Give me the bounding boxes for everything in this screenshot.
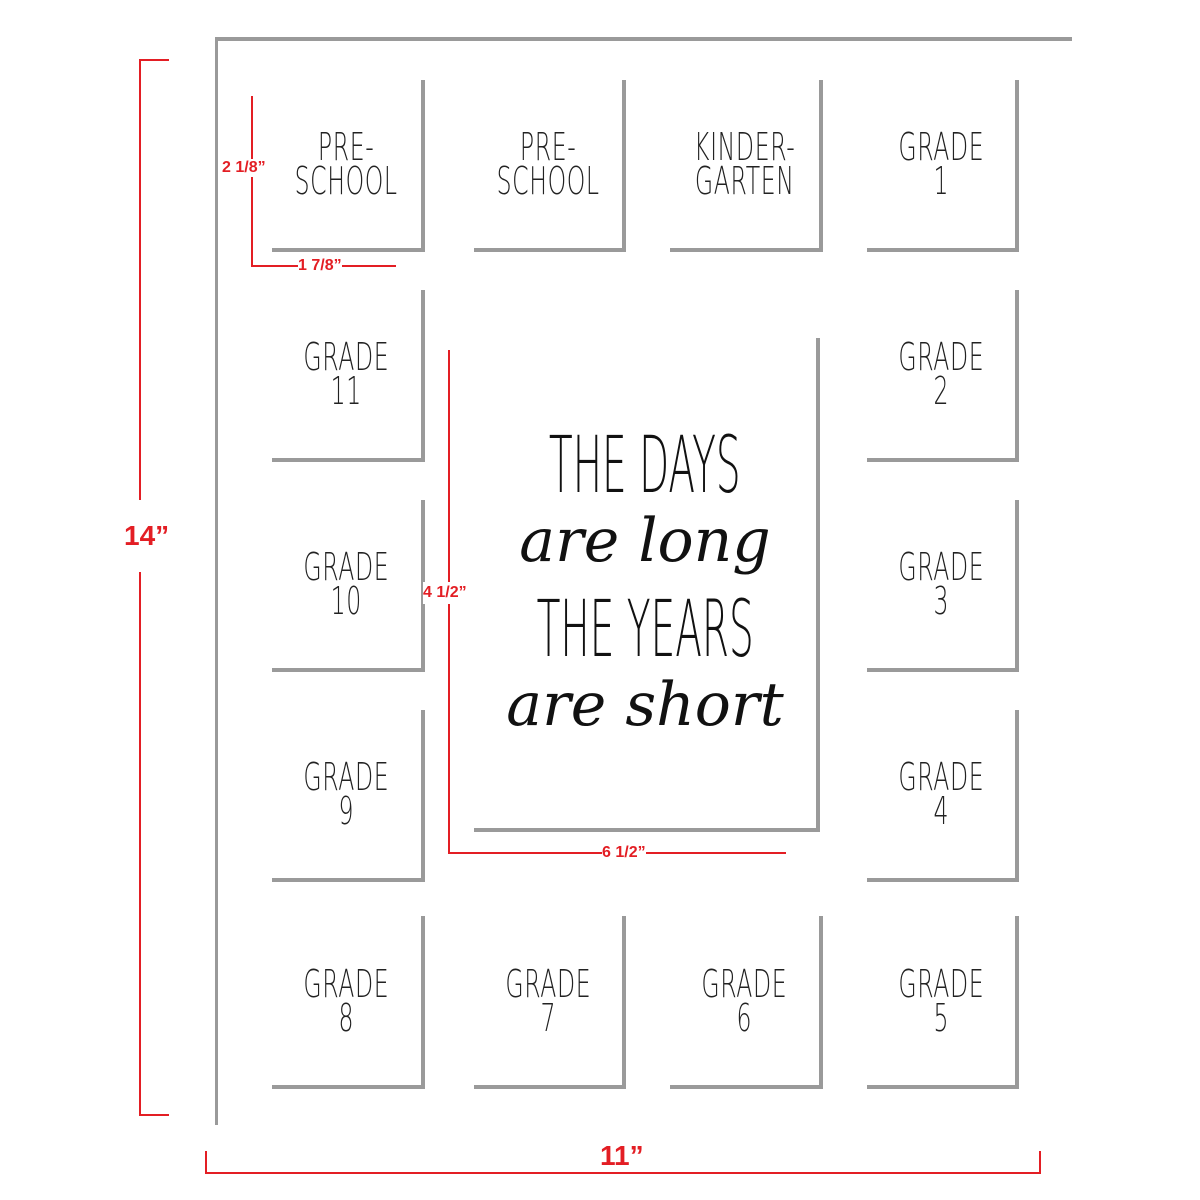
width-tick-left [205,1151,207,1173]
small-height-label: 2 1/8” [222,159,266,177]
opening-label-line: GRADE [303,755,390,799]
opening-label-line: 9 [338,789,355,833]
opening-label-line: GRADE [701,961,788,1006]
opening-label-line: 4 [933,789,949,833]
mat-left-edge [215,37,218,1125]
opening-label-line: 10 [330,579,363,623]
opening-label-line: GRADE [303,545,390,589]
opening-label-line: 11 [330,369,363,413]
center-quote-opening: THE DAYS are long THE YEARS are short [474,338,820,832]
opening-label: PRE-SCHOOL [294,125,399,203]
height-tick-top [139,59,169,61]
opening-label-line: 7 [540,995,556,1040]
mat-top-edge [216,37,1072,41]
opening-label-line: 8 [338,995,355,1040]
opening-label-line: GRADE [898,335,984,379]
opening-label-line: GRADE [303,335,390,379]
opening-label-line: GRADE [898,755,984,799]
photo-opening-preschool-2: PRE-SCHOOL [474,80,626,252]
quote-line-3: THE YEARS [536,585,754,675]
center-height-label: 4 1/2” [423,582,467,604]
small-height-line [251,96,253,267]
opening-label-line: PRE- [519,125,577,169]
opening-label-line: SCHOOL [496,159,600,203]
opening-label-line: 6 [736,995,753,1040]
opening-label-line: KINDER- [693,125,796,169]
opening-label-line: GARTEN [694,159,795,203]
height-label: 14” [124,500,170,572]
opening-label: PRE-SCHOOL [496,125,600,203]
quote-line-2: are long [519,506,771,576]
height-tick-bottom [139,1114,169,1116]
small-width-label: 1 7/8” [298,257,342,275]
opening-label-line: 2 [933,369,949,413]
opening-label-line: 5 [933,995,949,1040]
photo-opening-preschool-1: PRE-SCHOOL [272,80,425,252]
photo-opening-kindergarten: KINDER-GARTEN [670,80,823,252]
opening-label-line: SCHOOL [294,159,399,203]
width-dimension-line [205,1172,1041,1174]
opening-label-line: GRADE [303,961,390,1006]
opening-label-line: 3 [933,579,949,623]
opening-label-line: GRADE [898,125,984,169]
opening-label-line: GRADE [505,961,591,1006]
center-width-label: 6 1/2” [602,844,646,862]
quote-line-1: THE DAYS [549,421,741,511]
opening-label-line: PRE- [318,125,375,169]
quote-line-4: are short [506,670,784,740]
width-label: 11” [580,1140,664,1172]
opening-label-line: GRADE [898,545,984,589]
opening-label-line: GRADE [898,961,984,1006]
opening-label: KINDER-GARTEN [693,125,796,203]
height-dimension-line [139,59,141,1116]
opening-label-line: 1 [933,159,949,203]
width-tick-right [1039,1151,1041,1173]
